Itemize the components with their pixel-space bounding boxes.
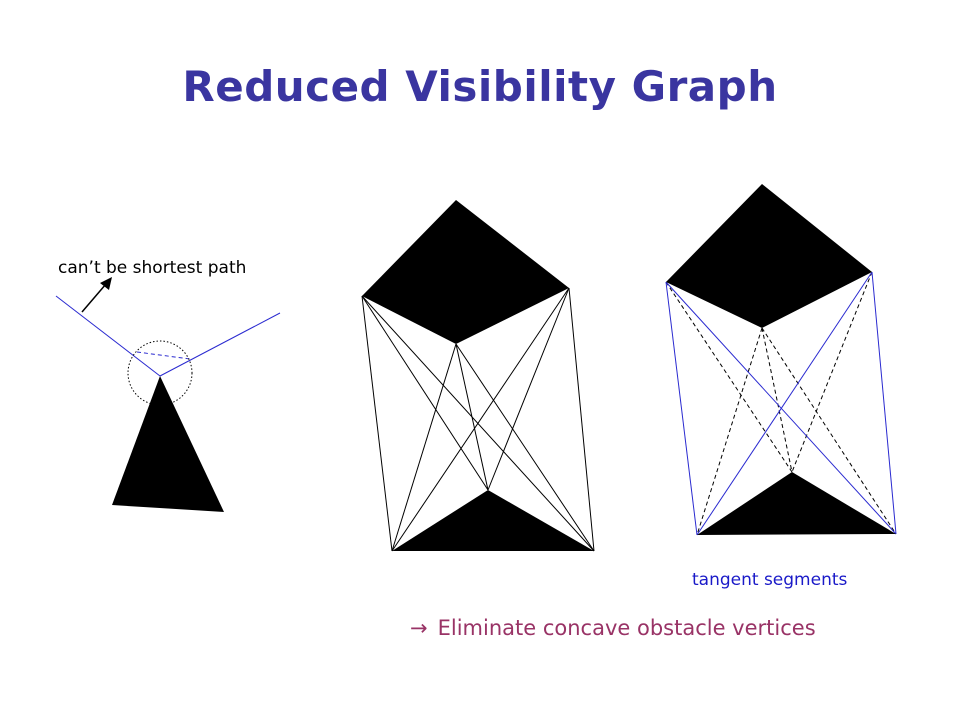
conclusion-text: Eliminate concave obstacle vertices bbox=[437, 616, 816, 640]
right-arrow-icon: → bbox=[410, 616, 428, 640]
pentagon-obstacle-right bbox=[666, 184, 872, 328]
visibility-edges bbox=[361, 287, 595, 552]
path-segment-left bbox=[55, 295, 161, 377]
shortcut-segment bbox=[136, 351, 191, 360]
annotation-arrowhead bbox=[100, 277, 112, 290]
annotation-tangent-segments: tangent segments bbox=[692, 570, 848, 590]
tangent-edges bbox=[665, 271, 897, 536]
pentagon-obstacle-middle bbox=[362, 200, 569, 344]
slide-title: Reduced Visibility Graph bbox=[182, 62, 778, 111]
left-figure bbox=[55, 277, 281, 512]
middle-figure bbox=[361, 200, 595, 552]
triangle-obstacle bbox=[112, 376, 224, 512]
conclusion-line: → Eliminate concave obstacle vertices bbox=[410, 616, 816, 640]
bottom-obstacle-right bbox=[697, 472, 896, 535]
right-figure bbox=[665, 184, 897, 536]
path-segment-right bbox=[159, 312, 281, 377]
bottom-obstacle-middle bbox=[392, 490, 594, 551]
eliminated-edges bbox=[665, 271, 897, 536]
annotation-shortest-path: can’t be shortest path bbox=[58, 258, 247, 278]
annotation-arrow-line bbox=[81, 283, 107, 313]
